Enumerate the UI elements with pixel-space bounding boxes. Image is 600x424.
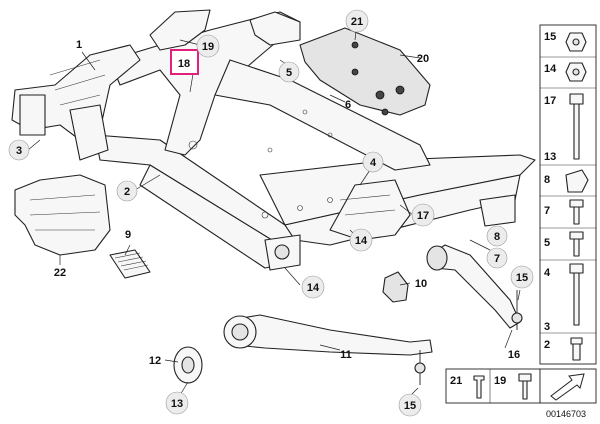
clamp-nut-icon bbox=[565, 169, 589, 193]
sleeve-bolt-icon bbox=[570, 337, 583, 345]
panel-item-19[interactable]: 19 bbox=[494, 373, 532, 400]
heat-shield bbox=[299, 27, 431, 116]
svg-text:14: 14 bbox=[307, 282, 320, 294]
panel-item-8[interactable]: 8 bbox=[544, 169, 589, 193]
svg-text:7: 7 bbox=[494, 253, 500, 265]
callout-14-subframe[interactable]: 14 bbox=[349, 228, 373, 252]
diagram-id: 00146703 bbox=[546, 409, 586, 419]
callout-13[interactable]: 13 bbox=[165, 391, 189, 415]
svg-text:20: 20 bbox=[417, 53, 429, 65]
callout-7[interactable]: 7 bbox=[486, 247, 508, 269]
svg-text:17: 17 bbox=[544, 95, 556, 107]
screw-icon bbox=[518, 373, 532, 382]
mounting-bracket-19 bbox=[149, 9, 211, 51]
svg-text:19: 19 bbox=[494, 375, 506, 387]
panel-item-15[interactable]: 15 bbox=[544, 31, 587, 52]
svg-text:15: 15 bbox=[516, 272, 528, 284]
callout-18-highlighted[interactable]: 18 bbox=[170, 49, 199, 75]
arrow-icon bbox=[550, 373, 585, 401]
callout-21[interactable]: 21 bbox=[345, 9, 369, 33]
svg-text:21: 21 bbox=[351, 16, 363, 28]
svg-text:18: 18 bbox=[178, 58, 190, 70]
svg-text:13: 13 bbox=[171, 398, 183, 410]
bolt-icon bbox=[569, 231, 584, 240]
svg-text:3: 3 bbox=[16, 145, 22, 157]
svg-text:14: 14 bbox=[355, 235, 368, 247]
callout-10[interactable]: 10 bbox=[415, 278, 427, 290]
callout-4[interactable]: 4 bbox=[362, 151, 384, 173]
long-bolt-icon bbox=[569, 93, 584, 105]
callout-19[interactable]: 19 bbox=[196, 34, 220, 58]
callout-14-mount[interactable]: 14 bbox=[301, 275, 325, 299]
svg-text:19: 19 bbox=[202, 41, 214, 53]
svg-text:8: 8 bbox=[494, 231, 500, 243]
callout-1[interactable]: 1 bbox=[76, 39, 82, 51]
svg-text:17: 17 bbox=[417, 210, 429, 222]
tension-strut bbox=[426, 244, 523, 330]
callout-11[interactable]: 11 bbox=[340, 349, 352, 361]
svg-text:21: 21 bbox=[450, 375, 462, 387]
svg-text:12: 12 bbox=[149, 355, 161, 367]
callout-9[interactable]: 9 bbox=[125, 229, 131, 241]
wishbone-control-arm bbox=[223, 314, 433, 385]
callout-6[interactable]: 6 bbox=[345, 99, 351, 111]
svg-text:9: 9 bbox=[125, 229, 131, 241]
svg-text:22: 22 bbox=[54, 267, 66, 279]
callout-2[interactable]: 2 bbox=[116, 180, 138, 202]
front-axle-subframe bbox=[94, 11, 536, 271]
panel-item-4[interactable]: 4 bbox=[544, 263, 584, 326]
svg-text:16: 16 bbox=[508, 349, 520, 361]
svg-text:13: 13 bbox=[544, 151, 556, 163]
svg-text:2: 2 bbox=[544, 339, 550, 351]
callout-20[interactable]: 20 bbox=[417, 53, 429, 65]
callout-8[interactable]: 8 bbox=[486, 225, 508, 247]
svg-text:3: 3 bbox=[544, 321, 550, 333]
svg-text:8: 8 bbox=[544, 174, 550, 186]
hex-bolt-icon bbox=[569, 263, 584, 274]
svg-text:11: 11 bbox=[340, 349, 352, 361]
svg-text:2: 2 bbox=[124, 186, 130, 198]
svg-text:10: 10 bbox=[415, 278, 427, 290]
panel-item-13[interactable]: 13 bbox=[544, 151, 556, 163]
left-bracket-assembly bbox=[11, 44, 141, 161]
rubber-stop bbox=[382, 271, 409, 303]
underbody-cover bbox=[14, 174, 111, 256]
rubber-bushing bbox=[173, 346, 203, 384]
callout-22[interactable]: 22 bbox=[54, 267, 66, 279]
svg-text:14: 14 bbox=[544, 63, 557, 75]
callout-17[interactable]: 17 bbox=[411, 203, 435, 227]
svg-text:7: 7 bbox=[544, 205, 550, 217]
callout-16[interactable]: 16 bbox=[508, 349, 520, 361]
clip-icon bbox=[473, 375, 485, 399]
svg-text:6: 6 bbox=[345, 99, 351, 111]
arrow-box bbox=[539, 368, 597, 404]
svg-text:00146703: 00146703 bbox=[546, 409, 586, 419]
short-bolt-icon bbox=[569, 199, 584, 208]
panel-item-7[interactable]: 7 bbox=[544, 199, 584, 225]
svg-text:5: 5 bbox=[544, 237, 550, 249]
panel-item-21[interactable]: 21 bbox=[450, 375, 485, 399]
fastener-side-panel: 15 14 17 13 8 7 5 bbox=[539, 24, 597, 365]
panel-item-14[interactable]: 14 bbox=[544, 62, 587, 82]
callout-3[interactable]: 3 bbox=[8, 139, 30, 161]
bottom-clip-panel: 21 19 bbox=[445, 368, 541, 404]
callout-15-strut[interactable]: 15 bbox=[510, 265, 534, 289]
callout-5[interactable]: 5 bbox=[278, 61, 300, 83]
panel-item-5[interactable]: 5 bbox=[544, 231, 584, 257]
panel-item-3[interactable]: 3 bbox=[544, 321, 550, 333]
svg-text:1: 1 bbox=[76, 39, 82, 51]
svg-text:15: 15 bbox=[404, 400, 416, 412]
svg-text:15: 15 bbox=[544, 31, 556, 43]
svg-text:4: 4 bbox=[544, 267, 551, 279]
panel-item-17[interactable]: 17 bbox=[544, 93, 584, 160]
panel-item-2[interactable]: 2 bbox=[544, 337, 583, 361]
svg-text:5: 5 bbox=[286, 67, 292, 79]
callout-15-wishbone[interactable]: 15 bbox=[398, 393, 422, 417]
svg-text:4: 4 bbox=[370, 157, 377, 169]
callout-12[interactable]: 12 bbox=[149, 355, 161, 367]
mesh-grille bbox=[109, 249, 151, 279]
